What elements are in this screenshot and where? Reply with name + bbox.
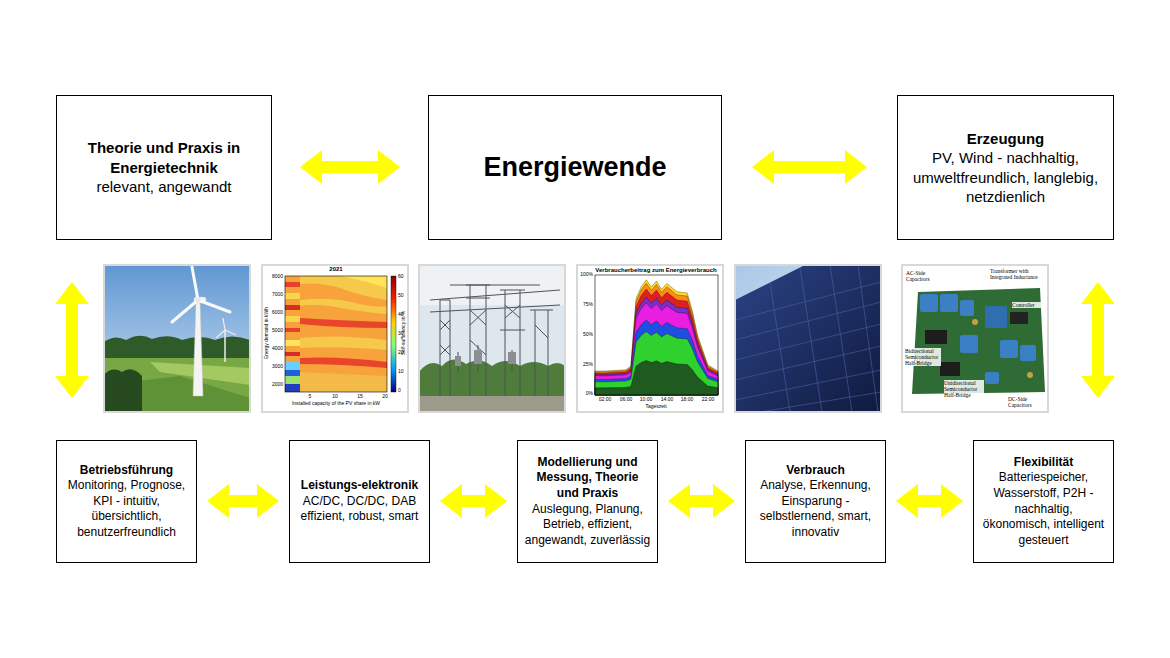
area-chart [577, 265, 723, 412]
concept-box: Energiewende [428, 95, 722, 240]
chart-label: Installed capacity of the PV share in kW [292, 401, 380, 407]
double-arrow [668, 484, 735, 518]
chart-label: 60 [398, 274, 404, 280]
substation-photo [419, 265, 565, 412]
heatmap-chart [262, 265, 408, 412]
chart-label: 14:00 [661, 397, 674, 403]
box-content: FlexibilitätBatteriespeicher, Wasserstof… [980, 455, 1107, 549]
chart-label: 5 [309, 394, 312, 400]
chart-label: 6000 [272, 310, 283, 316]
chart-label: 10 [332, 394, 338, 400]
chart-label: 100% [580, 272, 593, 278]
concept-box: FlexibilitätBatteriespeicher, Wasserstof… [973, 440, 1114, 563]
pcb-photo [902, 265, 1048, 412]
chart-label: 2000 [272, 382, 283, 388]
box-heading: Leistungs-elektronik [296, 478, 423, 494]
double-arrow [752, 150, 867, 184]
box-content: Leistungs-elektronikAC/DC, DC/DC, DAB ef… [296, 478, 423, 525]
chart-label: 06:00 [620, 397, 633, 403]
box-heading: Betriebsführung [63, 463, 190, 479]
box-body: Analyse, Erkennung, Einsparung - selbstl… [752, 478, 879, 540]
concept-box: Leistungs-elektronikAC/DC, DC/DC, DAB ef… [289, 440, 430, 563]
concept-box: Theorie und Praxis in Energietechnikrele… [56, 95, 272, 240]
box-heading: Energiewende [439, 150, 711, 185]
chart-label: 15 [357, 394, 363, 400]
double-arrow [440, 484, 507, 518]
chart-label: 50% [583, 332, 593, 338]
concept-box: VerbrauchAnalyse, Erkennung, Einsparung … [745, 440, 886, 563]
chart-label: Tageszeit [645, 404, 666, 410]
box-content: ErzeugungPV, Wind - nachhaltig, umweltfr… [908, 129, 1103, 207]
chart-label: 50 [398, 293, 404, 299]
chart-label: 7000 [272, 292, 283, 298]
area-layer [595, 289, 718, 395]
box-heading: Modellierung und Messung, Theorie und Pr… [524, 455, 651, 502]
chart-label: 18:00 [681, 397, 694, 403]
part-label: Unidirectional Semiconductor Half-Bridge [944, 380, 984, 398]
box-heading: Theorie und Praxis in Energietechnik [67, 138, 261, 177]
box-body: relevant, angewandt [67, 177, 261, 197]
chart-label: 0% [586, 391, 593, 397]
chart-label: Self-sufficiency in % [401, 311, 407, 356]
wind-photo [104, 265, 250, 412]
area-layer [595, 360, 718, 395]
chart-label: 4000 [272, 346, 283, 352]
part-label: Bidirectional Semiconductor Half-Bridge [905, 348, 941, 366]
area-layer [595, 332, 718, 395]
part-label: Transformer with Integrated Inductance [990, 268, 1042, 280]
area-layer [595, 297, 718, 395]
part-label: Controller [1012, 302, 1046, 308]
concept-box: BetriebsführungMonitoring, Prognose, KPI… [56, 440, 197, 563]
double-arrow [300, 150, 400, 184]
chart-label: 2021 [329, 266, 342, 273]
part-label: AC-Side Capacitors [906, 270, 942, 282]
chart-label: 10:00 [640, 397, 653, 403]
chart-label: Energy demand in kWh [264, 307, 270, 359]
solar-photo [735, 265, 881, 412]
box-content: BetriebsführungMonitoring, Prognose, KPI… [63, 463, 190, 541]
box-heading: Erzeugung [908, 129, 1103, 149]
area-layer [595, 320, 718, 395]
chart-label: 10 [398, 369, 404, 375]
double-arrow [896, 484, 963, 518]
box-content: Modellierung und Messung, Theorie und Pr… [524, 455, 651, 549]
box-body: Auslegung, Planung, Betrieb, effizient, … [524, 502, 651, 549]
chart-label: 20 [398, 350, 404, 356]
box-content: Theorie und Praxis in Energietechnikrele… [67, 138, 261, 197]
box-heading: Verbrauch [752, 463, 879, 479]
chart-label: 3000 [272, 364, 283, 370]
area-layer [595, 303, 718, 395]
double-arrow [55, 282, 89, 398]
chart-label: 20 [382, 394, 388, 400]
part-label: DC-Side Capacitors [1008, 396, 1046, 408]
chart-label: 02:00 [599, 397, 612, 403]
chart-label: 5000 [272, 328, 283, 334]
chart-label: 30 [398, 331, 404, 337]
chart-label: 8000 [272, 274, 283, 280]
double-arrow [1081, 282, 1115, 398]
box-body: PV, Wind - nachhaltig, umweltfreundlich,… [908, 148, 1103, 207]
area-layer [595, 280, 718, 395]
concept-box: ErzeugungPV, Wind - nachhaltig, umweltfr… [897, 95, 1114, 240]
chart-label: 0 [398, 388, 401, 394]
double-arrow [207, 484, 279, 518]
chart-label: 22:00 [702, 397, 715, 403]
chart-label: 40 [398, 312, 404, 318]
box-content: Energiewende [439, 150, 711, 185]
concept-box: Modellierung und Messung, Theorie und Pr… [517, 440, 658, 563]
chart-label: 75% [583, 302, 593, 308]
chart-label: Verbraucherbeitrag zum Energieverbrauch [595, 267, 716, 274]
box-content: VerbrauchAnalyse, Erkennung, Einsparung … [752, 463, 879, 541]
box-heading: Flexibilität [980, 455, 1107, 471]
area-layer [595, 283, 718, 395]
box-body: Monitoring, Prognose, KPI - intuitiv, üb… [63, 478, 190, 540]
chart-label: 25% [583, 362, 593, 368]
box-body: AC/DC, DC/DC, DAB effizient, robust, sma… [296, 494, 423, 525]
box-body: Batteriespeicher, Wasserstoff, P2H - nac… [980, 470, 1107, 548]
